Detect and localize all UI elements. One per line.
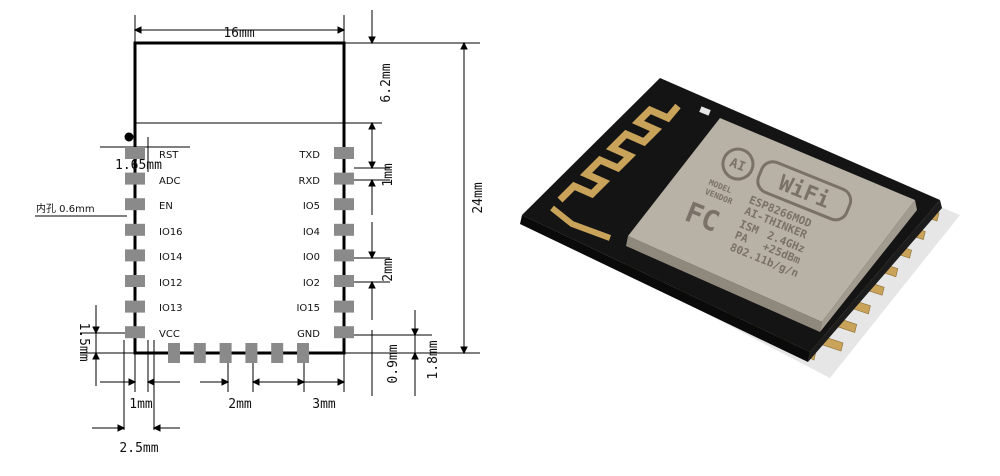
- dim-bottom-1-8mm: 1.8mm: [426, 340, 441, 379]
- ai-logo-text: AI: [727, 156, 747, 176]
- right-pin-pad: [334, 326, 354, 339]
- shield-can: [628, 118, 915, 322]
- arrow: [128, 378, 155, 386]
- bottom-pin-pad: [271, 343, 284, 363]
- arrow: [92, 326, 100, 360]
- ai-logo-icon: [721, 147, 755, 181]
- arrow: [368, 251, 376, 260]
- right-pin-pad: [334, 198, 354, 211]
- pin-label: IO5: [303, 201, 320, 212]
- spec-pa: PA: [733, 229, 751, 246]
- arrow: [133, 26, 346, 34]
- dim-width: 16mm: [223, 26, 254, 41]
- left-pin-pad: [125, 147, 145, 159]
- dim-bottom-3mm: 3mm: [312, 397, 336, 412]
- dim-bottom-0-9mm: 0.9mm: [386, 344, 401, 383]
- bottom-pin-pad: [168, 343, 180, 363]
- pin-label: IO13: [159, 303, 183, 314]
- pcb-edge: [520, 215, 810, 362]
- bottom-pin-pad: [297, 343, 309, 363]
- arrow: [368, 36, 376, 45]
- left-pin-pad: [125, 198, 145, 211]
- dim-antenna-height: 6.2mm: [379, 63, 394, 102]
- pin-label: TXD: [298, 150, 320, 161]
- wifi-logo-icon: [756, 160, 853, 222]
- left-pin-pad: [125, 275, 145, 287]
- arrow: [460, 41, 468, 355]
- antenna-area-fill: [137, 45, 342, 123]
- arrow: [221, 378, 306, 386]
- shield-edge-right: [820, 200, 917, 332]
- pin-label: IO2: [303, 278, 320, 289]
- pin-label: RXD: [299, 176, 321, 187]
- arrow: [368, 178, 376, 187]
- left-pin-pad: [125, 223, 145, 236]
- right-pin-pad: [334, 300, 354, 313]
- pcb-edge-right: [808, 200, 942, 362]
- module-illustration: AI WiFi MODEL VENDOR ESP8266MOD AI-THINK…: [520, 78, 960, 378]
- right-pin-pad: [334, 275, 354, 287]
- pin-label: IO12: [159, 278, 183, 289]
- dim-bottom-2-5mm: 2.5mm: [119, 441, 158, 456]
- dim-total-height: 24mm: [471, 182, 486, 213]
- left-pin-pad: [125, 249, 145, 262]
- dim-pin-pitch-2: 2mm: [381, 258, 396, 282]
- pin-label: ADC: [159, 176, 181, 187]
- pin-label: GND: [297, 329, 320, 340]
- hole-note: 内孔 0.6mm: [36, 202, 95, 215]
- bottom-pin-pad: [193, 343, 206, 363]
- shield-edge: [626, 236, 822, 332]
- right-pin-pad: [334, 147, 354, 159]
- arrow: [368, 280, 376, 289]
- bottom-pin-pad: [245, 343, 258, 363]
- pin-label: IO14: [159, 252, 183, 263]
- dim-pin-pitch: 1mm: [381, 163, 396, 187]
- pin-pads: [125, 147, 354, 363]
- smd-part: [699, 106, 711, 116]
- pin-label: IO16: [159, 227, 183, 238]
- pin-label: EN: [159, 201, 173, 212]
- dimension-drawing: [35, 10, 480, 432]
- right-pin-labels: TXD RXD IO5 IO4 IO0 IO2 IO15 GND: [296, 150, 320, 340]
- dim-bottom-1mm: 1mm: [129, 397, 153, 412]
- pin-label: IO0: [303, 252, 320, 263]
- dim-first-pin: 1.65mm: [115, 158, 162, 173]
- dim-bottom-2mm: 2mm: [228, 397, 252, 412]
- right-pin-pad: [334, 249, 354, 262]
- antenna-outline: [133, 41, 346, 355]
- left-pin-pad: [125, 326, 145, 339]
- bottom-pin-pad: [219, 343, 232, 363]
- dim-bottom-left: 1.5mm: [76, 322, 91, 361]
- arrow: [368, 121, 376, 170]
- pin-label: RST: [159, 150, 179, 161]
- antenna-feed: [550, 205, 612, 241]
- arrow: [337, 378, 346, 386]
- arrow: [117, 424, 161, 432]
- antenna-trace: [557, 103, 681, 203]
- pin-label: VCC: [159, 329, 180, 340]
- pin1-dot: [124, 132, 134, 142]
- pin-label: IO4: [303, 227, 320, 238]
- left-pin-labels: RST ADC EN IO16 IO14 IO12 IO13 VCC: [159, 150, 183, 340]
- left-pin-pad: [125, 172, 145, 185]
- pin-label: IO15: [296, 303, 320, 314]
- right-pin-pad: [334, 172, 354, 185]
- right-pin-pad: [334, 223, 354, 236]
- left-pin-pad: [125, 300, 145, 313]
